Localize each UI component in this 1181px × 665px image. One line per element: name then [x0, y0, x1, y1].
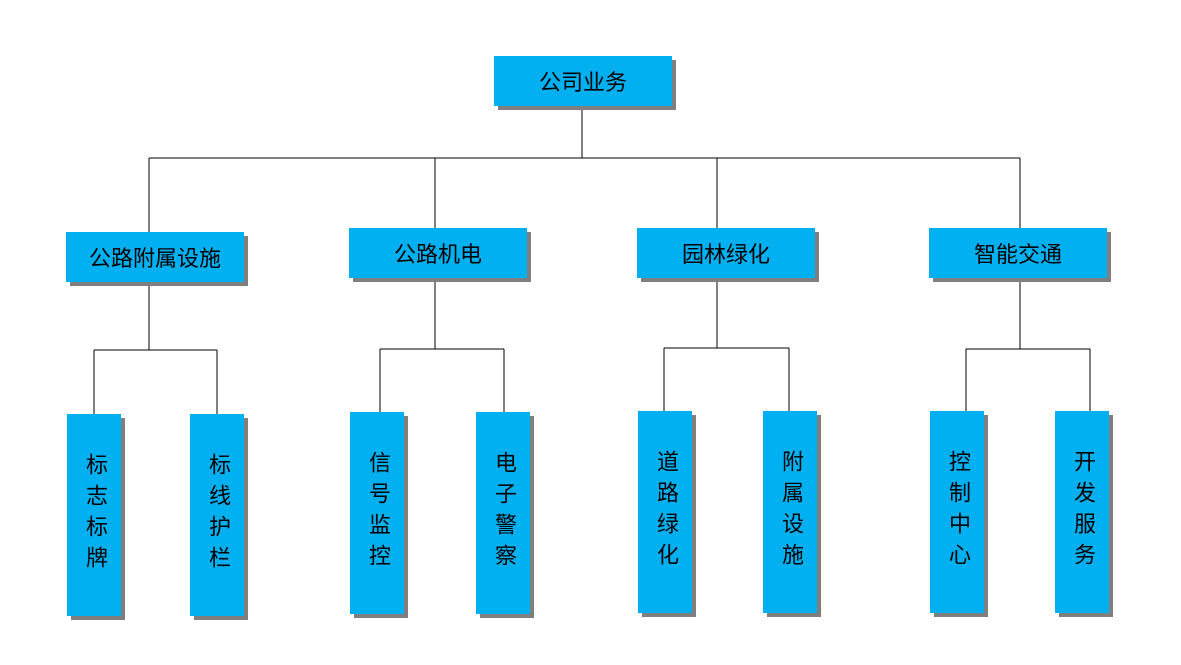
leaf-label: 电子警察 [491, 451, 516, 575]
leaf-node: 开发服务 [1055, 411, 1109, 613]
root-node: 公司业务 [494, 56, 672, 106]
branch-label: 智能交通 [973, 243, 1062, 268]
leaf-label: 附属设施 [778, 450, 803, 574]
leaf-node: 标志标牌 [67, 414, 121, 616]
branch-node-road-facilities: 公路附属设施 [66, 232, 244, 282]
root-label: 公司业务 [538, 71, 627, 96]
leaf-label: 开发服务 [1070, 450, 1095, 574]
branch-node-landscaping: 园林绿化 [637, 228, 815, 278]
leaf-node: 标线护栏 [190, 414, 244, 616]
leaf-node: 附属设施 [763, 411, 817, 613]
leaf-label: 标线护栏 [205, 453, 230, 577]
leaf-label: 道路绿化 [653, 450, 678, 574]
leaf-label: 控制中心 [945, 450, 970, 574]
leaf-node: 电子警察 [476, 412, 530, 614]
leaf-label: 信号监控 [365, 451, 390, 575]
branch-label: 园林绿化 [681, 243, 770, 268]
leaf-node: 信号监控 [350, 412, 404, 614]
branch-node-intelligent-traffic: 智能交通 [929, 228, 1107, 278]
branch-label: 公路附属设施 [88, 247, 221, 272]
branch-node-road-electromechanical: 公路机电 [349, 228, 527, 278]
leaf-node: 控制中心 [930, 411, 984, 613]
branch-label: 公路机电 [393, 243, 482, 268]
leaf-node: 道路绿化 [638, 411, 692, 613]
leaf-label: 标志标牌 [82, 453, 107, 577]
